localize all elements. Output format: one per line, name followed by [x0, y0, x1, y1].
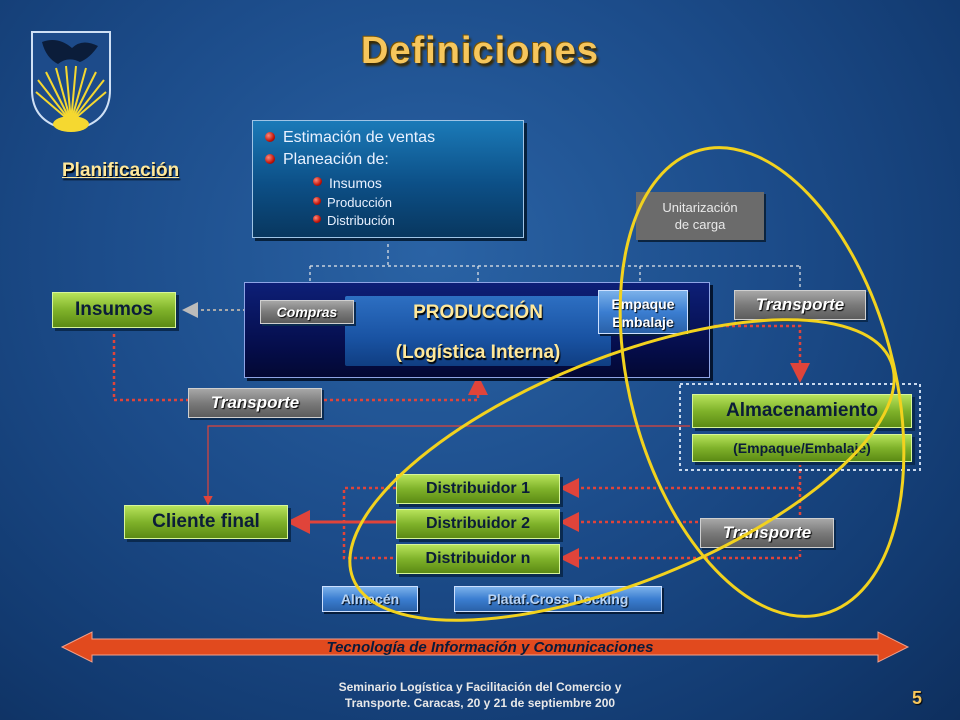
planning-box: Estimación de ventas Planeación de: Insu…	[252, 120, 524, 238]
bullet-icon	[313, 215, 321, 223]
distribuidor-1-box: Distribuidor 1	[396, 474, 560, 504]
ellipse-diagonal	[348, 318, 896, 622]
bullet-icon	[313, 177, 322, 186]
distribuidor-2-box: Distribuidor 2	[396, 509, 560, 539]
plan-subitem-insumos: Insumos	[313, 175, 382, 191]
transporte-badge-left: Transporte	[188, 388, 322, 418]
planificacion-label: Planificación	[62, 160, 180, 181]
logo-shield	[31, 31, 111, 132]
almacen-to-cliente-line	[203, 425, 690, 506]
page-title: Definiciones	[361, 30, 599, 72]
almacenamiento-subtitle-box: (Empaque/Embalaje)	[692, 434, 912, 462]
produccion-inner	[345, 296, 611, 366]
unitarizacion-label: Unitarización de carga	[662, 200, 738, 232]
bullet-icon	[265, 154, 275, 164]
produccion-title: PRODUCCIÓN	[413, 302, 543, 323]
plan-subitem-distribucion: Distribución	[313, 213, 395, 228]
produccion-subtitle: (Logística Interna)	[395, 342, 561, 363]
compras-box: Compras	[260, 300, 354, 324]
bullet-icon	[265, 132, 275, 142]
plan-item-estimacion: Estimación de ventas	[265, 129, 435, 147]
empaque-label: Empaque	[611, 296, 675, 312]
plan-item-planeacion: Planeación de:	[265, 151, 389, 169]
distribuidor-n-box: Distribuidor n	[396, 544, 560, 574]
almacenamiento-box: Almacenamiento	[692, 394, 912, 428]
tic-label: Tecnología de Información y Comunicacion…	[326, 639, 654, 656]
bullet-icon	[313, 197, 321, 205]
cliente-final-box: Cliente final	[124, 505, 288, 539]
unitarizacion-box: Unitarización de carga	[636, 192, 764, 240]
prod-to-almacen-line	[708, 324, 810, 383]
ellipse-vertical	[618, 146, 906, 618]
tic-arrow-bar	[60, 631, 910, 663]
footer-line-1: Seminario Logística y Facilitación del C…	[338, 680, 622, 694]
embalaje-label: Embalaje	[612, 314, 674, 330]
footer-text: Seminario Logística y Facilitación del C…	[250, 679, 710, 711]
almacenamiento-outline	[679, 383, 921, 471]
page-number: 5	[912, 688, 923, 708]
plan-subitem-produccion: Producción	[313, 195, 392, 210]
empaque-embalaje-box: Empaque Embalaje	[598, 290, 688, 334]
footer-line-2: Transporte. Caracas, 20 y 21 de septiemb…	[344, 696, 616, 710]
insumos-box: Insumos	[52, 292, 176, 328]
